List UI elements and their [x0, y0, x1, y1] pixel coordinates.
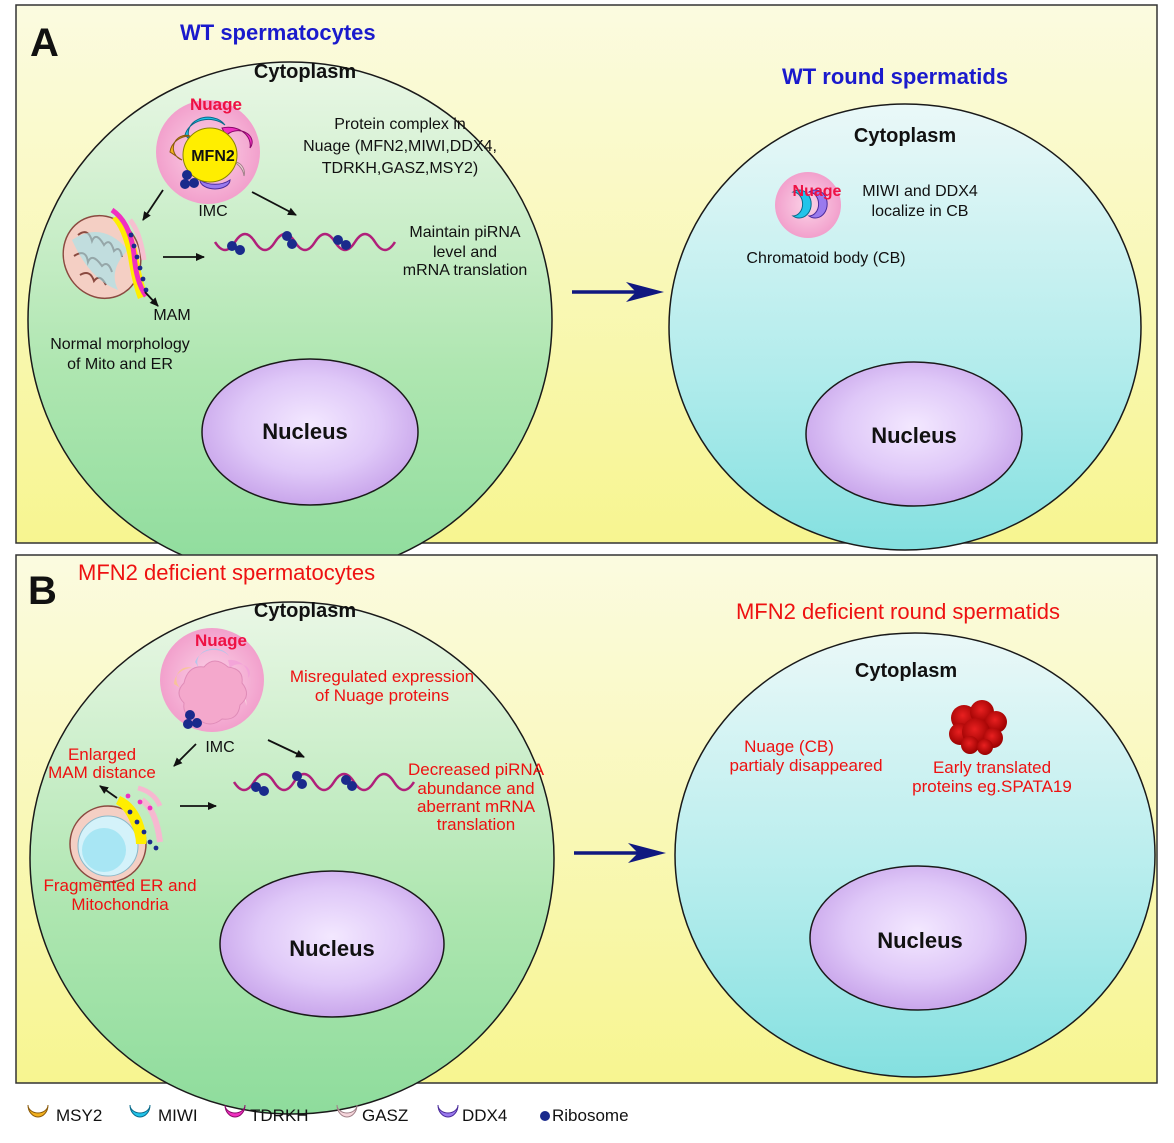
mrna-ribosome-icon — [213, 231, 397, 255]
ddx4-icon — [437, 1104, 459, 1118]
nucleus-label-b: Nucleus — [289, 936, 375, 961]
maintain-line-1: Maintain piRNA — [409, 224, 520, 241]
nucleus-label: Nucleus — [262, 419, 348, 444]
miwi-line-1: MIWI and DDX4 — [862, 183, 978, 200]
nucleus-left-b — [219, 870, 445, 1018]
transition-arrow-a — [572, 282, 664, 302]
arrow-to-mam — [144, 291, 159, 307]
complex-line-1: Protein complex in — [334, 116, 466, 133]
fragmented-line-1: Fragmented ER and — [43, 876, 196, 895]
nucleus-label-right: Nucleus — [871, 423, 957, 448]
morph-line-1: Normal morphology — [50, 336, 190, 353]
nucleus-label-b-right: Nucleus — [877, 928, 963, 953]
tdrkh-icon — [224, 1104, 246, 1118]
maintain-line-3: mRNA translation — [403, 262, 528, 279]
legend-item-gasz: GASZ — [336, 1104, 408, 1125]
decreased-line-3: aberrant mRNA — [417, 797, 536, 816]
arrow-to-rna — [251, 191, 297, 216]
decreased-line-4: translation — [437, 815, 515, 834]
complex-line-2: Nuage (MFN2,MIWI,DDX4, — [303, 138, 497, 155]
mam-label: MAM — [153, 307, 190, 324]
nuage-label-b: Nuage — [195, 631, 247, 650]
cb-label: Chromatoid body (CB) — [746, 250, 905, 267]
legend-label-msy2: MSY2 — [56, 1106, 102, 1125]
legend: MSY2 MIWI TDRKH GASZ DDX4 Ribosome — [27, 1104, 629, 1125]
arrow-to-mito — [142, 189, 164, 221]
ribosome-icon — [540, 1111, 550, 1121]
mfn2-deficient-round-spermatid-cell — [674, 632, 1156, 1078]
msy2-icon — [27, 1104, 49, 1118]
panel-b-letter: B — [28, 569, 57, 613]
imc-label: IMC — [198, 203, 227, 220]
mrna-ribosome-icon-b — [232, 771, 416, 796]
misreg-line-1: Misregulated expression — [290, 667, 474, 686]
fragmented-line-2: Mitochondria — [71, 895, 169, 914]
legend-item-ribosome: Ribosome — [540, 1106, 629, 1125]
miwi-icon — [129, 1104, 151, 1118]
nucleus-left-a — [201, 358, 419, 506]
cytoplasm-label-b: Cytoplasm — [254, 600, 356, 622]
cb-nuage-label: Nuage — [793, 183, 842, 200]
early-protein-blob-icon — [949, 700, 1007, 755]
misregulated-nuage-icon — [160, 628, 264, 732]
gasz-icon — [336, 1104, 358, 1118]
nucleus-right-a — [805, 361, 1023, 507]
nucleus-right-b — [809, 865, 1027, 1011]
decreased-line-1: Decreased piRNA — [408, 760, 545, 779]
cytoplasm-label-b-right: Cytoplasm — [855, 660, 957, 682]
complex-line-3: TDRKH,GASZ,MSY2) — [322, 160, 478, 177]
decreased-line-2: abundance and — [417, 779, 534, 798]
early-line-1: Early translated — [933, 758, 1051, 777]
legend-label-gasz: GASZ — [362, 1106, 408, 1125]
panel-a-left-title: WT spermatocytes — [180, 20, 376, 45]
enlarged-line-1: Enlarged — [68, 745, 136, 764]
enlarged-line-2: MAM distance — [48, 763, 156, 782]
imc-label-b: IMC — [205, 739, 234, 756]
transition-arrow-b — [574, 843, 666, 863]
legend-item-msy2: MSY2 — [27, 1104, 102, 1125]
arrow-to-mito-b — [173, 743, 197, 767]
early-line-2: proteins eg.SPATA19 — [912, 777, 1072, 796]
misreg-line-2: of Nuage proteins — [315, 686, 449, 705]
miwi-line-2: localize in CB — [872, 203, 969, 220]
panel-a-right-title: WT round spermatids — [782, 64, 1008, 89]
maintain-line-2: level and — [433, 244, 497, 261]
arrow-enlarged — [99, 785, 118, 799]
panel-b-left-title: MFN2 deficient spermatocytes — [78, 560, 375, 585]
chromatoid-body-icon — [775, 172, 841, 238]
panel-b-right-title: MFN2 deficient round spermatids — [736, 599, 1060, 624]
legend-item-miwi: MIWI — [129, 1104, 198, 1125]
cb-line-1: Nuage (CB) — [744, 737, 834, 756]
legend-label-tdrkh: TDRKH — [250, 1106, 309, 1125]
cytoplasm-label-right: Cytoplasm — [854, 125, 956, 147]
legend-label-ribosome: Ribosome — [552, 1106, 629, 1125]
cb-line-2: partialy disappeared — [729, 756, 882, 775]
fragmented-mito-icon — [69, 785, 163, 883]
legend-item-ddx4: DDX4 — [437, 1104, 507, 1125]
nuage-complex-icon — [156, 100, 260, 204]
morph-line-2: of Mito and ER — [67, 356, 173, 373]
arrow-to-rna-b — [267, 739, 305, 758]
legend-label-ddx4: DDX4 — [462, 1106, 507, 1125]
nuage-label: Nuage — [190, 95, 242, 114]
mfn2-label: MFN2 — [191, 148, 235, 165]
mitochondria-er-icon — [62, 207, 149, 300]
legend-item-tdrkh: TDRKH — [224, 1104, 309, 1125]
legend-label-miwi: MIWI — [158, 1106, 198, 1125]
panel-a-letter: A — [30, 21, 59, 65]
cytoplasm-label: Cytoplasm — [254, 61, 356, 83]
